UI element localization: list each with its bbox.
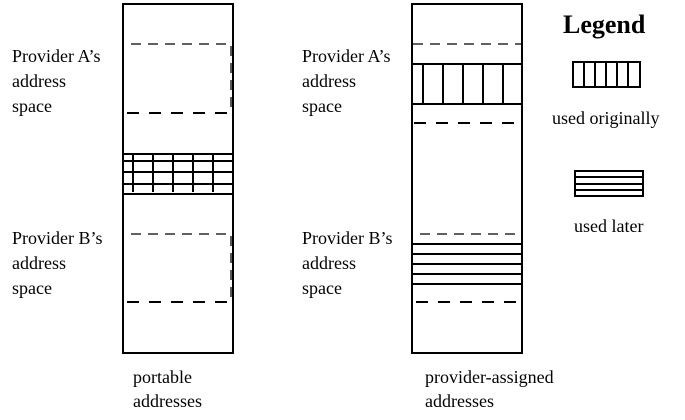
right-provider-a-label: Provider A’s address space	[302, 46, 391, 116]
svg-text:address: address	[12, 253, 66, 273]
svg-text:provider-assigned: provider-assigned	[425, 367, 554, 387]
svg-text:address: address	[302, 71, 356, 91]
provider-assigned-address-column	[411, 3, 523, 354]
left-provider-b-label: Provider B’s address space	[12, 228, 103, 298]
legend-used-originally-swatch	[572, 61, 641, 88]
svg-text:Provider A’s: Provider A’s	[12, 46, 101, 66]
svg-text:address: address	[302, 253, 356, 273]
legend-used-later-swatch	[574, 170, 644, 197]
svg-text:space: space	[302, 96, 342, 116]
svg-text:space: space	[302, 278, 342, 298]
legend-used-later-label: used later	[574, 216, 643, 236]
svg-text:addresses: addresses	[425, 391, 494, 411]
portable-used-block	[123, 153, 233, 195]
provider-assigned-caption: provider-assigned addresses	[425, 367, 554, 411]
svg-text:address: address	[12, 71, 66, 91]
used-later-block	[412, 243, 522, 285]
svg-text:Provider A’s: Provider A’s	[302, 46, 391, 66]
svg-text:addresses: addresses	[133, 391, 202, 411]
svg-text:space: space	[12, 278, 52, 298]
svg-text:Provider B’s: Provider B’s	[302, 228, 393, 248]
svg-text:space: space	[12, 96, 52, 116]
portable-caption: portable addresses	[133, 367, 202, 411]
right-provider-b-label: Provider B’s address space	[302, 228, 393, 298]
left-provider-a-label: Provider A’s address space	[12, 46, 101, 116]
legend-used-originally-label: used originally	[552, 108, 659, 128]
svg-text:Provider B’s: Provider B’s	[12, 228, 103, 248]
used-originally-block	[412, 63, 522, 105]
legend-title: Legend	[563, 10, 646, 39]
portable-address-column	[122, 3, 234, 354]
svg-text:portable: portable	[133, 367, 192, 387]
